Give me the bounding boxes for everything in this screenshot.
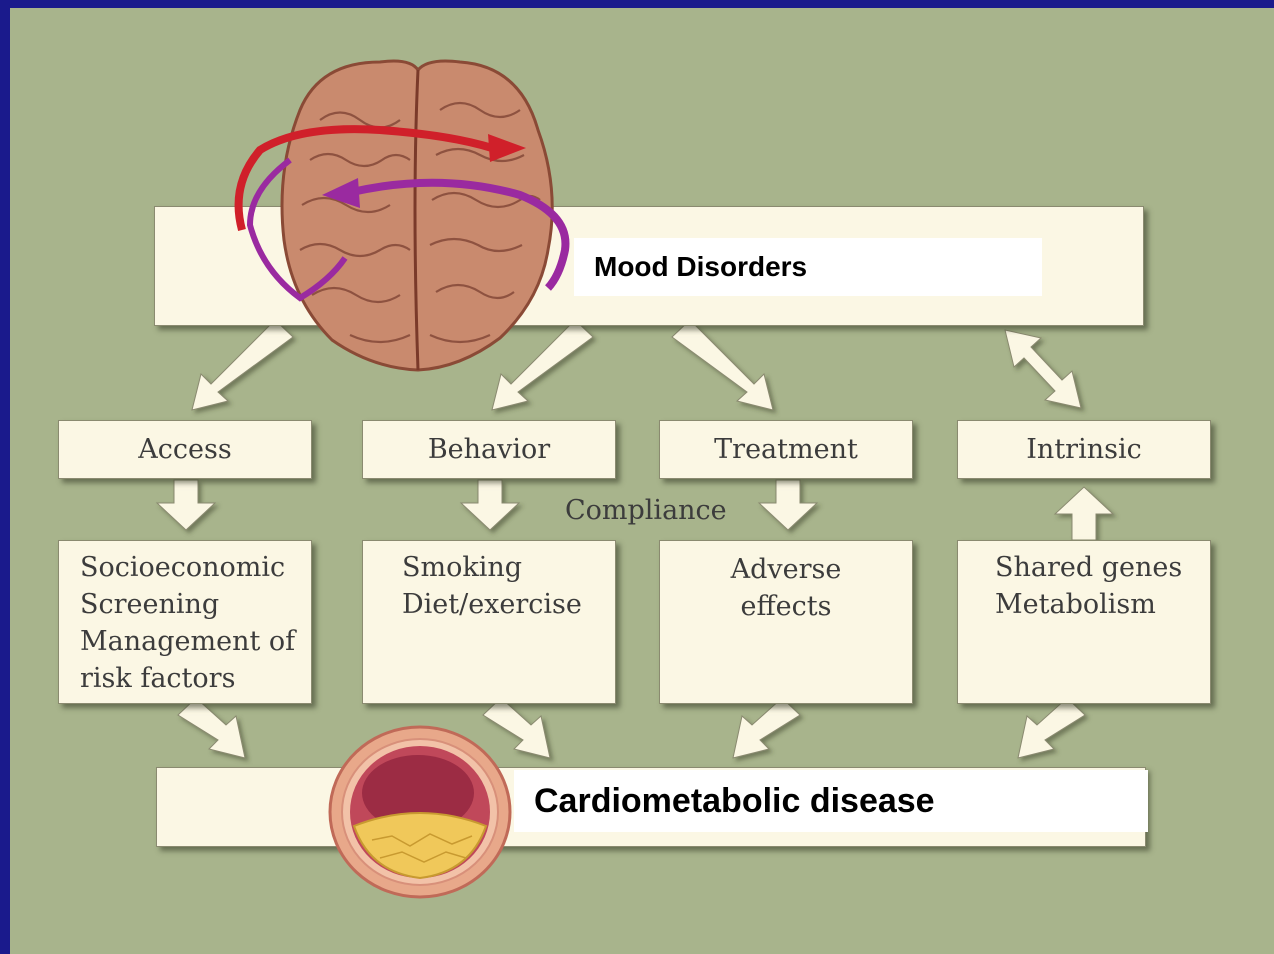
shared-genes-text: Shared genes Metabolism: [995, 549, 1182, 623]
arrow-top-intrinsic-bidirectional: [1005, 330, 1081, 408]
arrow-top-to-behavior: [492, 320, 593, 410]
behavior-box: Behavior: [362, 420, 616, 479]
arrow-top-to-treatment: [672, 320, 773, 410]
adverse-box: Adverse effects: [659, 540, 913, 704]
arrow-shared-to-disease: [1018, 698, 1085, 758]
arrow-top-to-access: [192, 320, 293, 410]
arrow-access-down: [157, 480, 215, 530]
arrow-intrinsic-up: [1055, 487, 1113, 540]
cardiometabolic-disease-label: Cardiometabolic disease: [514, 770, 1148, 832]
shared-genes-box: Shared genes Metabolism: [957, 540, 1211, 704]
access-label: Access: [59, 431, 311, 468]
intrinsic-label: Intrinsic: [958, 431, 1210, 468]
arrow-adverse-to-disease: [733, 698, 800, 758]
access-box: Access: [58, 420, 312, 479]
arrow-behavior-down: [461, 480, 519, 530]
socioeconomic-text: Socioeconomic Screening Management of ri…: [80, 549, 295, 697]
behavior-label: Behavior: [363, 431, 615, 468]
treatment-box: Treatment: [659, 420, 913, 479]
arrow-smoking-to-disease: [483, 698, 550, 758]
arrow-socioeconomic-to-disease: [178, 698, 245, 758]
arrow-treatment-down: [759, 480, 817, 530]
compliance-label: Compliance: [565, 492, 727, 529]
smoking-text: Smoking Diet/exercise: [402, 549, 582, 623]
mood-disorders-label: Mood Disorders: [574, 238, 1042, 296]
intrinsic-box: Intrinsic: [957, 420, 1211, 479]
adverse-text: Adverse effects: [660, 551, 912, 625]
smoking-box: Smoking Diet/exercise: [362, 540, 616, 704]
socioeconomic-box: Socioeconomic Screening Management of ri…: [58, 540, 312, 704]
treatment-label: Treatment: [660, 431, 912, 468]
